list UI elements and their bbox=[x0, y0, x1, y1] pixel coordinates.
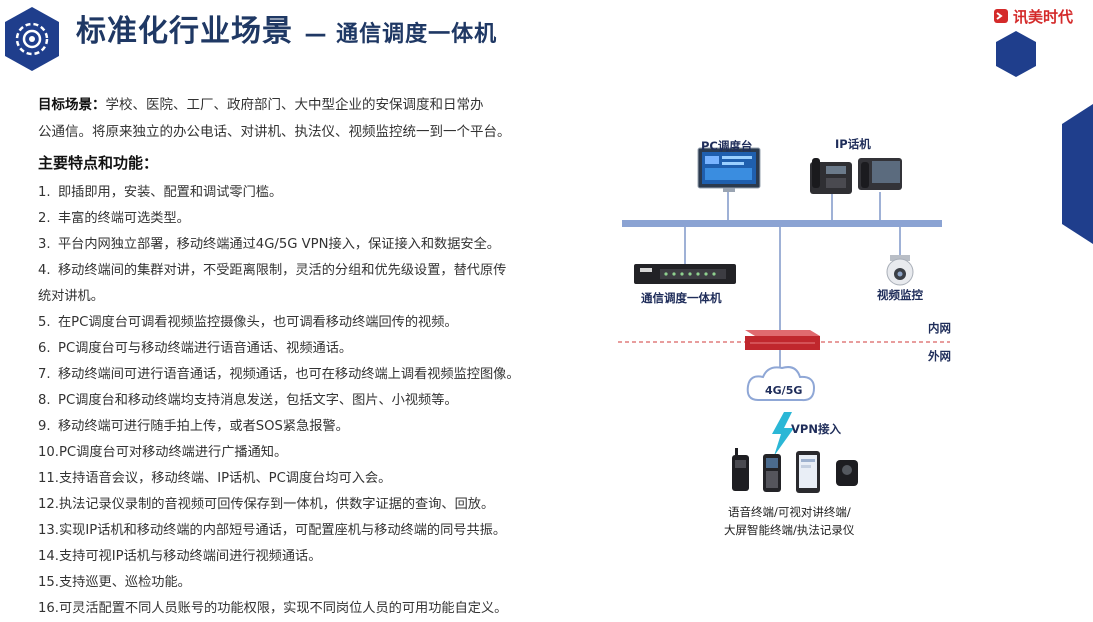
brand-logo: 讯美时代 bbox=[993, 6, 1089, 26]
feature-text: 实现IP话机和移动终端的内部短号通话，可配置座机与移动终端的同号共振。 bbox=[58, 523, 507, 538]
title-sub: — 通信调度一体机 bbox=[304, 22, 498, 47]
pc-console-icon bbox=[697, 147, 761, 192]
logo-hex-icon bbox=[5, 7, 59, 71]
feature-number: 11. bbox=[38, 471, 59, 486]
feature-text: 执法记录仪录制的音视频可回传保存到一体机，供数字证据的查询、回放。 bbox=[58, 497, 495, 512]
page-title: 标准化行业场景 — 通信调度一体机 bbox=[76, 6, 497, 50]
feature-item: 3. 平台内网独立部署，移动终端通过4G/5G VPN接入，保证接入和数据安全。 bbox=[38, 232, 598, 258]
feature-text: 移动终端间可进行语音通话，视频通话，也可在移动终端上调看视频监控图像。 bbox=[58, 367, 520, 382]
feature-item: 14.支持可视IP话机与移动终端间进行视频通话。 bbox=[38, 544, 598, 570]
camera-label: 视频监控 bbox=[877, 288, 923, 302]
feature-number: 6. bbox=[38, 341, 51, 356]
keypad-terminal-icon bbox=[763, 454, 781, 492]
feature-item: 1. 即插即用，安装、配置和调试零门槛。 bbox=[38, 180, 598, 206]
feature-item: 5. 在PC调度台可调看视频监控摄像头，也可调看移动终端回传的视频。 bbox=[38, 310, 598, 336]
feature-number: 4. bbox=[38, 263, 51, 278]
feature-number: 5. bbox=[38, 315, 51, 330]
firewall-icon bbox=[745, 330, 820, 350]
feature-item: 11.支持语音会议，移动终端、IP话机、PC调度台均可入会。 bbox=[38, 466, 598, 492]
camera-icon bbox=[886, 255, 914, 286]
feature-number: 14. bbox=[38, 549, 59, 564]
cloud-icon bbox=[746, 366, 816, 402]
feature-text: 在PC调度台可调看视频监控摄像头，也可调看移动终端回传的视频。 bbox=[58, 315, 458, 330]
feature-number: 15. bbox=[38, 575, 59, 590]
feature-text: 支持巡更、巡检功能。 bbox=[58, 575, 191, 590]
body-camera-icon bbox=[836, 460, 858, 486]
terminals-label-line-2: 大屏智能终端/执法记录仪 bbox=[724, 523, 855, 537]
dispatch-server-icon bbox=[634, 264, 736, 284]
feature-text: 丰富的终端可选类型。 bbox=[58, 211, 190, 226]
feature-number: 12. bbox=[38, 497, 59, 512]
feature-number: 9. bbox=[38, 419, 51, 434]
target-label: 目标场景： bbox=[38, 97, 106, 113]
target-line-1: 学校、医院、工厂、政府部门、大中型企业的安保调度和日常办 bbox=[105, 97, 484, 113]
vpn-label: VPN接入 bbox=[791, 422, 841, 436]
feature-item: 2. 丰富的终端可选类型。 bbox=[38, 206, 598, 232]
feature-text: 移动终端间的集群对讲，不受距离限制，灵活的分组和优先级设置，替代原传 bbox=[58, 263, 507, 278]
feature-number: 13. bbox=[38, 523, 59, 538]
video-ip-phone-icon bbox=[858, 158, 902, 190]
cloud-label: 4G/5G bbox=[765, 384, 803, 397]
feature-item: 8. PC调度台和移动终端均支持消息发送，包括文字、图片、小视频等。 bbox=[38, 388, 598, 414]
features-title: 主要特点和功能： bbox=[38, 154, 159, 172]
feature-item: 9. 移动终端可进行随手拍上传，或者SOS紧急报警。 bbox=[38, 414, 598, 440]
feature-text: 支持语音会议，移动终端、IP话机、PC调度台均可入会。 bbox=[58, 471, 392, 486]
target-line-2: 公通信。将原来独立的办公电话、对讲机、执法仪、视频监控统一到一个平台。 bbox=[38, 124, 511, 140]
feature-item: 4. 移动终端间的集群对讲，不受距离限制，灵活的分组和优先级设置，替代原传 bbox=[38, 258, 598, 284]
pc-console-label: PC调度台 bbox=[701, 139, 753, 153]
lightning-icon bbox=[772, 412, 794, 456]
feature-text: 即插即用，安装、配置和调试零门槛。 bbox=[58, 185, 283, 200]
decorative-hex-icon bbox=[996, 31, 1036, 77]
feature-number: 8. bbox=[38, 393, 51, 408]
feature-item: 7. 移动终端间可进行语音通话，视频通话，也可在移动终端上调看视频监控图像。 bbox=[38, 362, 598, 388]
dispatch-server-label: 通信调度一体机 bbox=[641, 291, 722, 305]
feature-number: 16. bbox=[38, 601, 59, 616]
ip-phone-icon bbox=[810, 158, 852, 194]
feature-text: 支持可视IP话机与移动终端间进行视频通话。 bbox=[58, 549, 322, 564]
feature-item: 6. PC调度台可与移动终端进行语音通话、视频通话。 bbox=[38, 336, 598, 362]
feature-number: 2. bbox=[38, 211, 51, 226]
smart-terminal-icon bbox=[796, 451, 820, 493]
extranet-label: 外网 bbox=[928, 349, 951, 363]
feature-number: 10. bbox=[38, 445, 59, 460]
feature-text: 平台内网独立部署，移动终端通过4G/5G VPN接入，保证接入和数据安全。 bbox=[58, 237, 500, 252]
feature-text: PC调度台可与移动终端进行语音通话、视频通话。 bbox=[58, 341, 353, 356]
brand-name: 讯美时代 bbox=[1013, 8, 1074, 26]
feature-text: PC调度台可对移动终端进行广播通知。 bbox=[58, 445, 288, 460]
network-bus bbox=[622, 220, 942, 227]
intranet-label: 内网 bbox=[928, 321, 951, 335]
feature-text: 可灵活配置不同人员账号的功能权限，实现不同岗位人员的可用功能自定义。 bbox=[58, 601, 508, 616]
title-main: 标准化行业场景 bbox=[76, 14, 293, 49]
feature-item: 12.执法记录仪录制的音视频可回传保存到一体机，供数字证据的查询、回放。 bbox=[38, 492, 598, 518]
feature-item: 15.支持巡更、巡检功能。 bbox=[38, 570, 598, 596]
feature-text: 移动终端可进行随手拍上传，或者SOS紧急报警。 bbox=[58, 419, 349, 434]
feature-item: 16.可灵活配置不同人员账号的功能权限，实现不同岗位人员的可用功能自定义。 bbox=[38, 596, 598, 622]
feature-number: 7. bbox=[38, 367, 51, 382]
feature-text: PC调度台和移动终端均支持消息发送，包括文字、图片、小视频等。 bbox=[58, 393, 458, 408]
network-diagram bbox=[618, 147, 950, 493]
feature-item: 13.实现IP话机和移动终端的内部短号通话，可配置座机与移动终端的同号共振。 bbox=[38, 518, 598, 544]
ip-phone-label: IP话机 bbox=[835, 137, 871, 151]
side-hex-tab-icon bbox=[1062, 104, 1093, 244]
feature-number: 3. bbox=[38, 237, 51, 252]
features-list: 1. 即插即用，安装、配置和调试零门槛。 2. 丰富的终端可选类型。 3. 平台内网独立部… bbox=[38, 180, 598, 622]
feature-item: 10.PC调度台可对移动终端进行广播通知。 bbox=[38, 440, 598, 466]
feature-item-continued: 统对讲机。 bbox=[38, 289, 104, 304]
target-scenario: 目标场景：学校、医院、工厂、政府部门、大中型企业的安保调度和日常办 公通信。将原… bbox=[38, 92, 568, 146]
walkie-talkie-icon bbox=[732, 448, 749, 491]
terminals-label-line-1: 语音终端/可视对讲终端/ bbox=[728, 505, 851, 519]
brand-mark-icon bbox=[994, 9, 1008, 23]
feature-number: 1. bbox=[38, 185, 51, 200]
